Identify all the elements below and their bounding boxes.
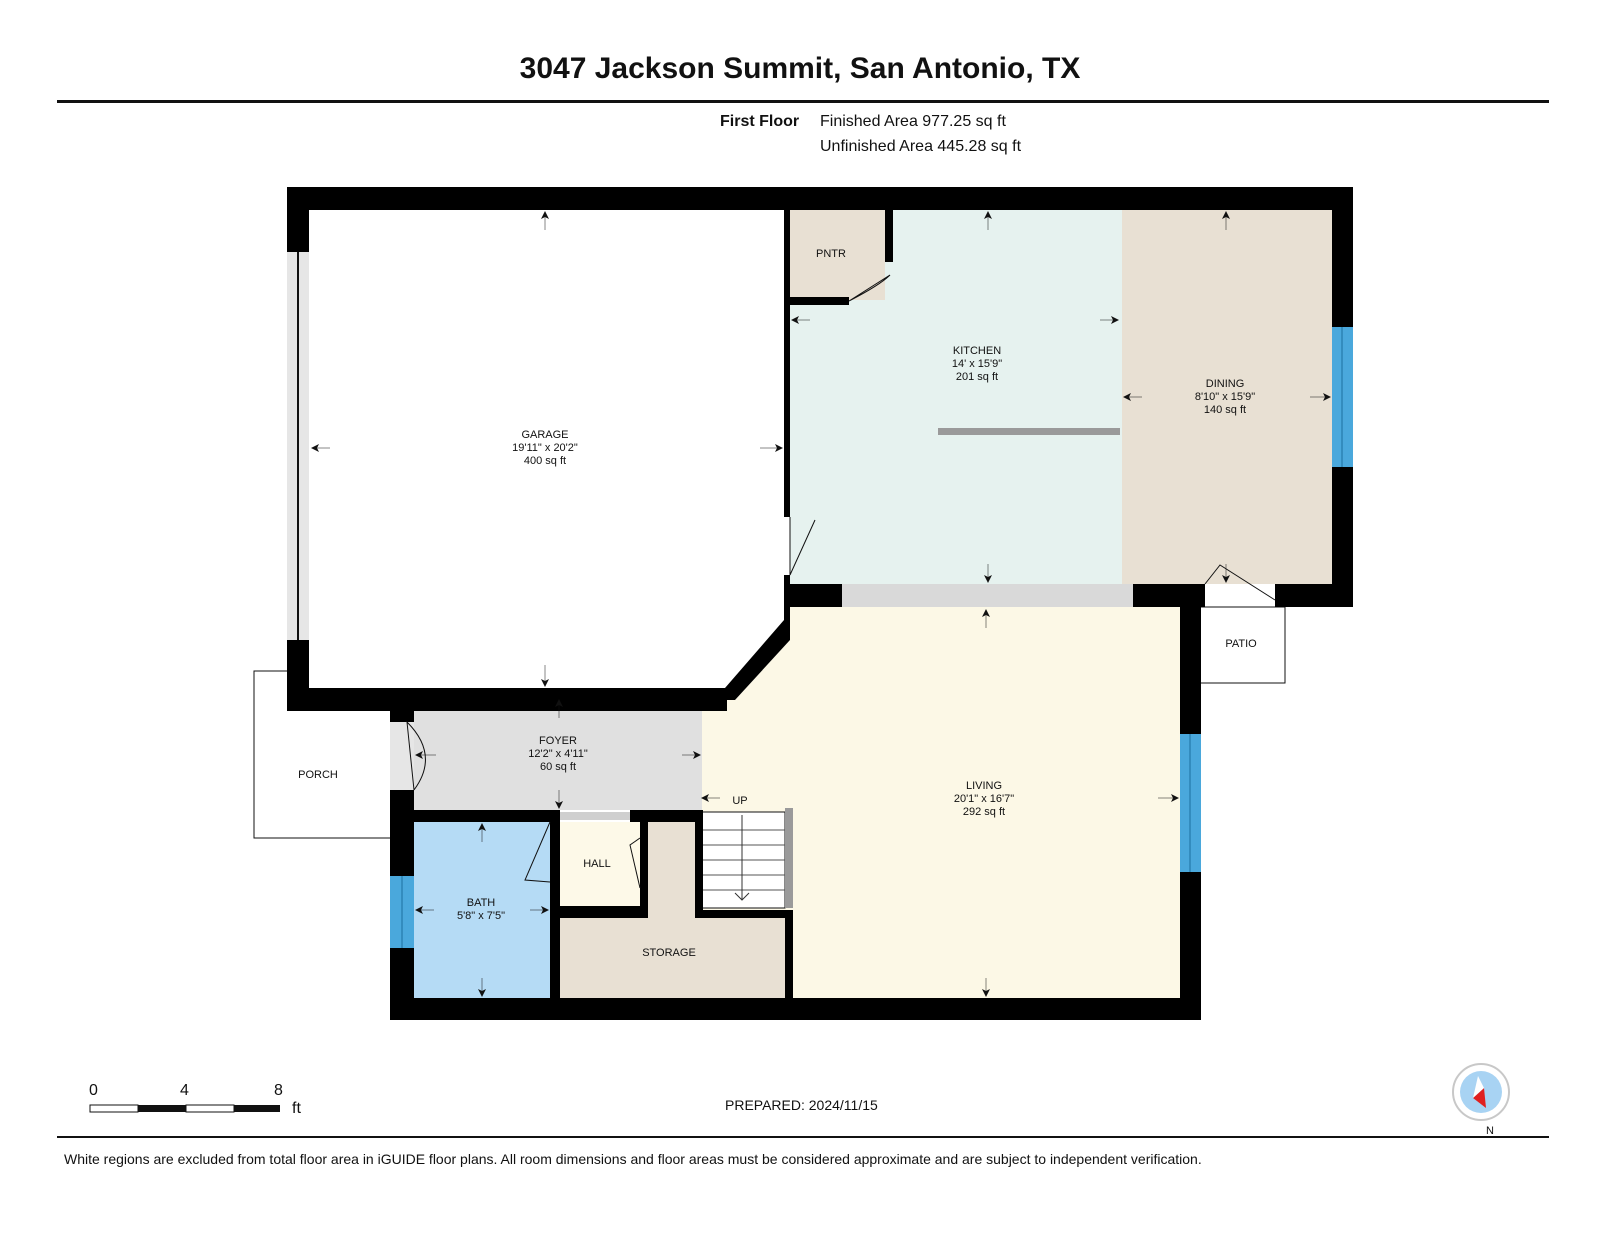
finished-area: Finished Area 977.25 sq ft	[820, 113, 1006, 130]
svg-text:19'11" x 20'2": 19'11" x 20'2"	[512, 442, 578, 454]
porch-outline	[253, 670, 390, 839]
footer-rule	[57, 1136, 1549, 1138]
room-label-living: LIVING 20'1" x 16'7" 292 sq ft	[954, 780, 1014, 818]
prepared-date: PREPARED: 2024/11/15	[725, 1097, 878, 1113]
scale-tick-4: 4	[180, 1082, 189, 1099]
floor-name: First Floor	[720, 113, 800, 130]
svg-text:201 sq ft: 201 sq ft	[956, 371, 998, 383]
room-label-storage: STORAGE	[642, 947, 696, 959]
room-label-patio: PATIO	[1225, 638, 1257, 650]
svg-text:60 sq ft: 60 sq ft	[540, 761, 576, 773]
foyer-floor	[414, 700, 702, 810]
svg-text:8'10" x 15'9": 8'10" x 15'9"	[1195, 391, 1255, 403]
svg-text:20'1" x 16'7": 20'1" x 16'7"	[954, 793, 1014, 805]
kitchen-floor	[790, 210, 1122, 584]
dining-floor	[1122, 210, 1332, 584]
disclaimer: White regions are excluded from total fl…	[64, 1151, 1202, 1167]
svg-text:5'8" x 7'5": 5'8" x 7'5"	[457, 910, 505, 922]
patio-outline	[1200, 606, 1286, 684]
plan-title: 3047 Jackson Summit, San Antonio, TX	[519, 52, 1081, 85]
svg-text:400 sq ft: 400 sq ft	[524, 455, 566, 467]
svg-text:FOYER: FOYER	[539, 735, 577, 747]
svg-text:140 sq ft: 140 sq ft	[1204, 404, 1246, 416]
living-floor	[700, 607, 1180, 998]
scale-bar	[89, 1104, 280, 1113]
room-label-bath: BATH 5'8" x 7'5"	[457, 897, 505, 922]
doors	[390, 274, 1276, 889]
svg-text:292 sq ft: 292 sq ft	[963, 806, 1005, 818]
stairs	[699, 808, 793, 909]
scale-tick-8: 8	[274, 1082, 283, 1099]
dimension-arrows	[311, 211, 1331, 997]
room-label-garage: GARAGE 19'11" x 20'2" 400 sq ft	[512, 429, 578, 467]
stairs-label: UP	[732, 795, 747, 807]
svg-text:BATH: BATH	[467, 897, 496, 909]
garage-door	[287, 252, 309, 640]
windows	[390, 327, 1353, 948]
svg-text:KITCHEN: KITCHEN	[953, 345, 1001, 357]
unfinished-area: Unfinished Area 445.28 sq ft	[820, 138, 1022, 155]
kitchen-counter	[938, 428, 1120, 435]
svg-text:14' x 15'9": 14' x 15'9"	[952, 358, 1002, 370]
kitchen-living-opening	[842, 584, 1133, 607]
bath-floor	[414, 822, 550, 998]
hall-floor	[560, 822, 640, 906]
svg-text:DINING: DINING	[1206, 378, 1245, 390]
storage-floor	[560, 822, 785, 998]
svg-text:GARAGE: GARAGE	[521, 429, 568, 441]
compass-label: N	[1486, 1125, 1494, 1137]
scale-unit: ft	[292, 1100, 301, 1117]
hall-opening	[560, 812, 630, 820]
room-label-foyer: FOYER 12'2" x 4'11" 60 sq ft	[528, 735, 588, 773]
header-rule	[57, 100, 1549, 103]
room-label-kitchen: KITCHEN 14' x 15'9" 201 sq ft	[952, 345, 1002, 383]
svg-text:LIVING: LIVING	[966, 780, 1002, 792]
room-label-pantry: PNTR	[816, 248, 846, 260]
scale-tick-0: 0	[89, 1082, 98, 1099]
room-label-dining: DINING 8'10" x 15'9" 140 sq ft	[1195, 378, 1255, 416]
room-label-hall: HALL	[583, 858, 611, 870]
svg-text:12'2" x 4'11": 12'2" x 4'11"	[528, 748, 588, 760]
pantry-floor	[790, 210, 885, 300]
garage-floor	[309, 210, 784, 690]
room-label-porch: PORCH	[298, 769, 338, 781]
compass-icon	[1452, 1063, 1510, 1121]
